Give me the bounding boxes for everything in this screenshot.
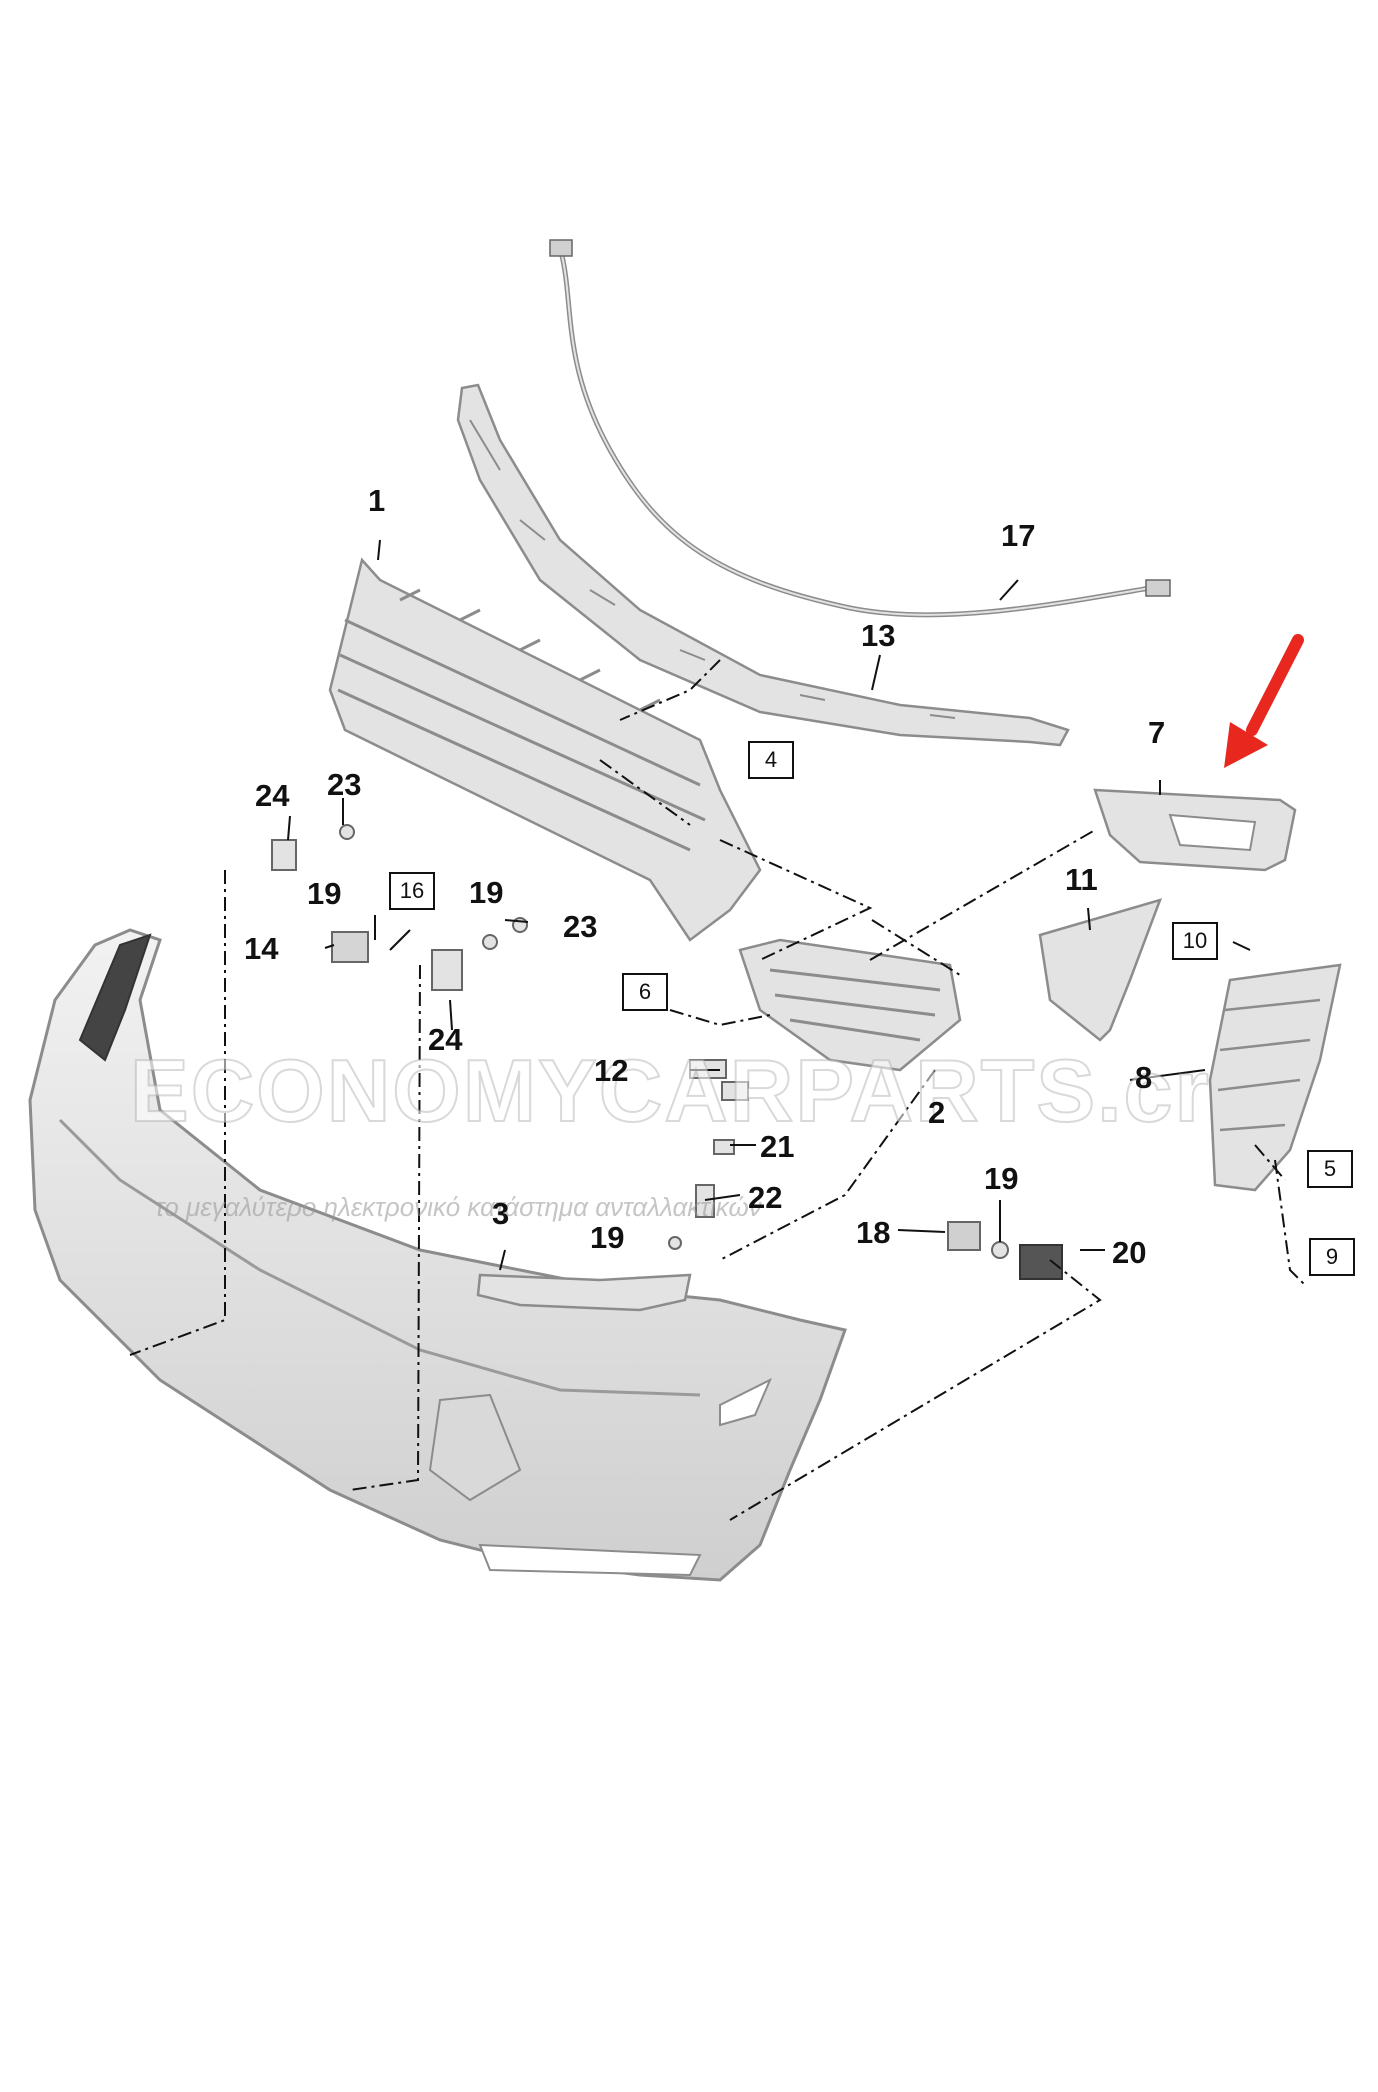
watermark-tagline: το μεγαλύτερο ηλεκτρονικό κατάστημα αντα… (155, 1192, 762, 1222)
callout-16: 16 (389, 872, 435, 910)
callout-19-c: 19 (590, 1220, 625, 1255)
small-clips (271, 824, 1063, 1280)
callout-3: 3 (492, 1196, 510, 1231)
red-arrow (1224, 634, 1304, 768)
wiring-harness-part (549, 239, 1171, 618)
trim-strip-part (476, 1273, 692, 1312)
upper-reinforcement-part (456, 383, 1070, 747)
callout-24-b: 24 (428, 1022, 463, 1057)
side-trim-frame-part (1093, 788, 1297, 872)
callout-5: 5 (1307, 1150, 1353, 1188)
callout-20: 20 (1112, 1235, 1147, 1270)
leader-lines (287, 539, 1251, 1271)
callout-9: 9 (1309, 1238, 1355, 1276)
callout-11: 11 (1065, 862, 1098, 897)
callout-21: 21 (760, 1129, 795, 1164)
callout-24-a: 24 (255, 778, 290, 813)
callout-23-a: 23 (327, 767, 362, 802)
watermark-brand: ECONOMYCARPARTS.cr (129, 1040, 1211, 1141)
callout-17: 17 (1001, 518, 1036, 553)
callout-4: 4 (748, 741, 794, 779)
callout-19-a: 19 (307, 876, 342, 911)
callout-7: 7 (1148, 715, 1166, 750)
bumper-cover-part (28, 928, 847, 1582)
center-grille-part (738, 938, 962, 1072)
side-grille-part (1208, 963, 1342, 1192)
callout-22: 22 (748, 1180, 783, 1215)
callout-6: 6 (622, 973, 668, 1011)
callout-23-b: 23 (563, 909, 598, 944)
callout-1: 1 (368, 483, 386, 518)
callout-18: 18 (856, 1215, 891, 1250)
callout-14: 14 (244, 931, 279, 966)
assembly-lines (129, 659, 1306, 1521)
callout-19-b: 19 (469, 875, 504, 910)
air-guide-part (1038, 898, 1163, 1042)
callout-2: 2 (928, 1095, 946, 1130)
callout-13: 13 (861, 618, 896, 653)
upper-grille-part (328, 557, 762, 942)
callout-19-d: 19 (984, 1161, 1019, 1196)
callout-12: 12 (594, 1053, 629, 1088)
callout-10: 10 (1172, 922, 1218, 960)
callout-8: 8 (1135, 1060, 1153, 1095)
